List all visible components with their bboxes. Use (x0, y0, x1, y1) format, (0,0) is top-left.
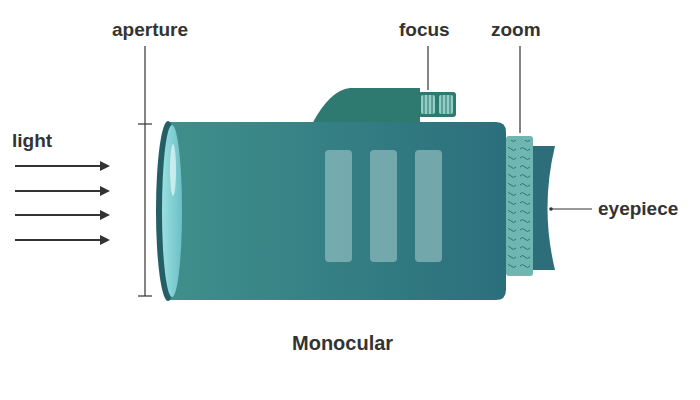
objective-lens (162, 125, 182, 297)
part-label: focus (399, 19, 450, 41)
figure-caption: Monocular (292, 332, 393, 354)
zoom-ring (506, 136, 533, 276)
leader-lines (428, 46, 592, 209)
lens-highlight (170, 144, 176, 196)
leader-dot (549, 207, 553, 211)
focus-wheel (418, 92, 456, 117)
part-label: aperture (112, 19, 188, 41)
eyepiece-cup (530, 146, 555, 270)
monocular-body (168, 122, 506, 300)
part-label: zoom (491, 19, 541, 41)
part-label: light (12, 130, 52, 152)
aperture-bracket (138, 46, 152, 296)
part-label: eyepiece (598, 198, 678, 220)
light-arrows (15, 166, 108, 240)
prism-housing (312, 88, 420, 124)
grip-slats (325, 150, 442, 262)
